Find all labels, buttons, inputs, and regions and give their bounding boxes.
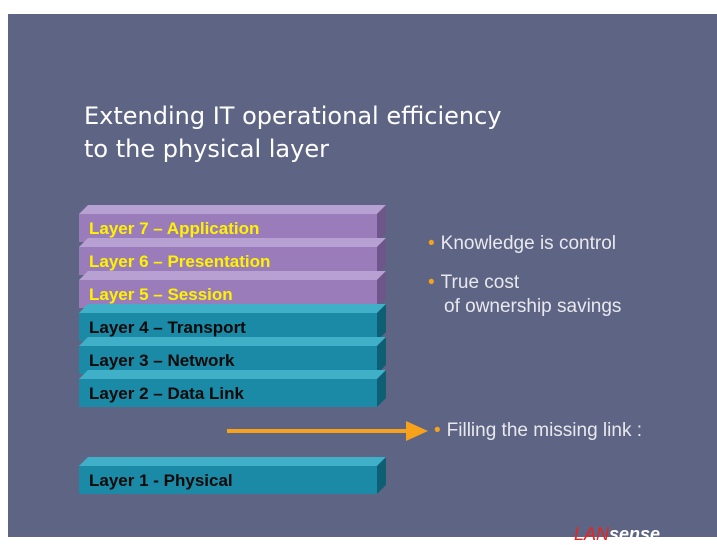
layer-label: Layer 4 – Transport [89, 318, 246, 337]
missing-link-arrow [227, 421, 428, 441]
layer-label: Layer 3 – Network [89, 351, 235, 370]
bullet-text: Knowledge is control [440, 233, 616, 254]
layer-7-block: Layer 7 – Application [79, 205, 386, 242]
layer-front-face [79, 247, 377, 275]
layer-top-face [79, 238, 386, 247]
bullet-text: Filling the missing link : [446, 420, 642, 441]
layer-front-face [79, 313, 377, 341]
title-line-1: Extending IT operational efficiency [84, 102, 502, 130]
layer-side-face [377, 304, 386, 341]
layer-side-face [377, 337, 386, 374]
layer-front-face [79, 466, 377, 494]
layer-side-face [377, 457, 386, 494]
layer-front-face [79, 379, 377, 407]
layer-side-face [377, 271, 386, 308]
layer-front-face [79, 214, 377, 242]
slide: Extending IT operational efficiency to t… [8, 14, 717, 544]
layer-top-face [79, 337, 386, 346]
layer-top-face [79, 370, 386, 379]
bullet-missing-link: •Filling the missing link : [434, 419, 642, 443]
layer-1-block: Layer 1 - Physical [79, 457, 386, 494]
layer-top-face [79, 271, 386, 280]
bullet-text: True cost [440, 272, 520, 293]
arrow-head [406, 421, 428, 441]
bullet-dot: • [434, 420, 441, 441]
layer-front-face [79, 346, 377, 374]
layer-side-face [377, 370, 386, 407]
logo-sense: sense [609, 524, 661, 544]
title-line-2: to the physical layer [84, 135, 329, 163]
bullet-dot: • [428, 272, 435, 293]
bullet-knowledge: •Knowledge is control [428, 232, 616, 256]
layer-label: Layer 2 – Data Link [89, 384, 245, 403]
logo-lan: LAN [574, 524, 610, 544]
slide-title: Extending IT operational efficiency to t… [84, 100, 604, 166]
bullet-true-cost: •True cost [428, 271, 519, 295]
layer-6-block: Layer 6 – Presentation [79, 238, 386, 275]
layer-label: Layer 7 – Application [89, 219, 259, 238]
layer-3-block: Layer 3 – Network [79, 337, 386, 374]
layer-top-face [79, 205, 386, 214]
layer-2-block: Layer 2 – Data Link [79, 370, 386, 407]
bullet-true-cost-cont: of ownership savings [444, 296, 622, 317]
layer-side-face [377, 205, 386, 242]
layer-front-face [79, 280, 377, 308]
layer-5-block: Layer 5 – Session [79, 271, 386, 308]
layer-top-face [79, 457, 386, 466]
bullet-dot: • [428, 233, 435, 254]
layer-label: Layer 1 - Physical [89, 471, 233, 490]
lansense-logo: LANsense [574, 524, 660, 545]
layer-side-face [377, 238, 386, 275]
layer-label: Layer 5 – Session [89, 285, 233, 304]
layer-4-block: Layer 4 – Transport [79, 304, 386, 341]
layer-label: Layer 6 – Presentation [89, 252, 270, 271]
layer-top-face [79, 304, 386, 313]
